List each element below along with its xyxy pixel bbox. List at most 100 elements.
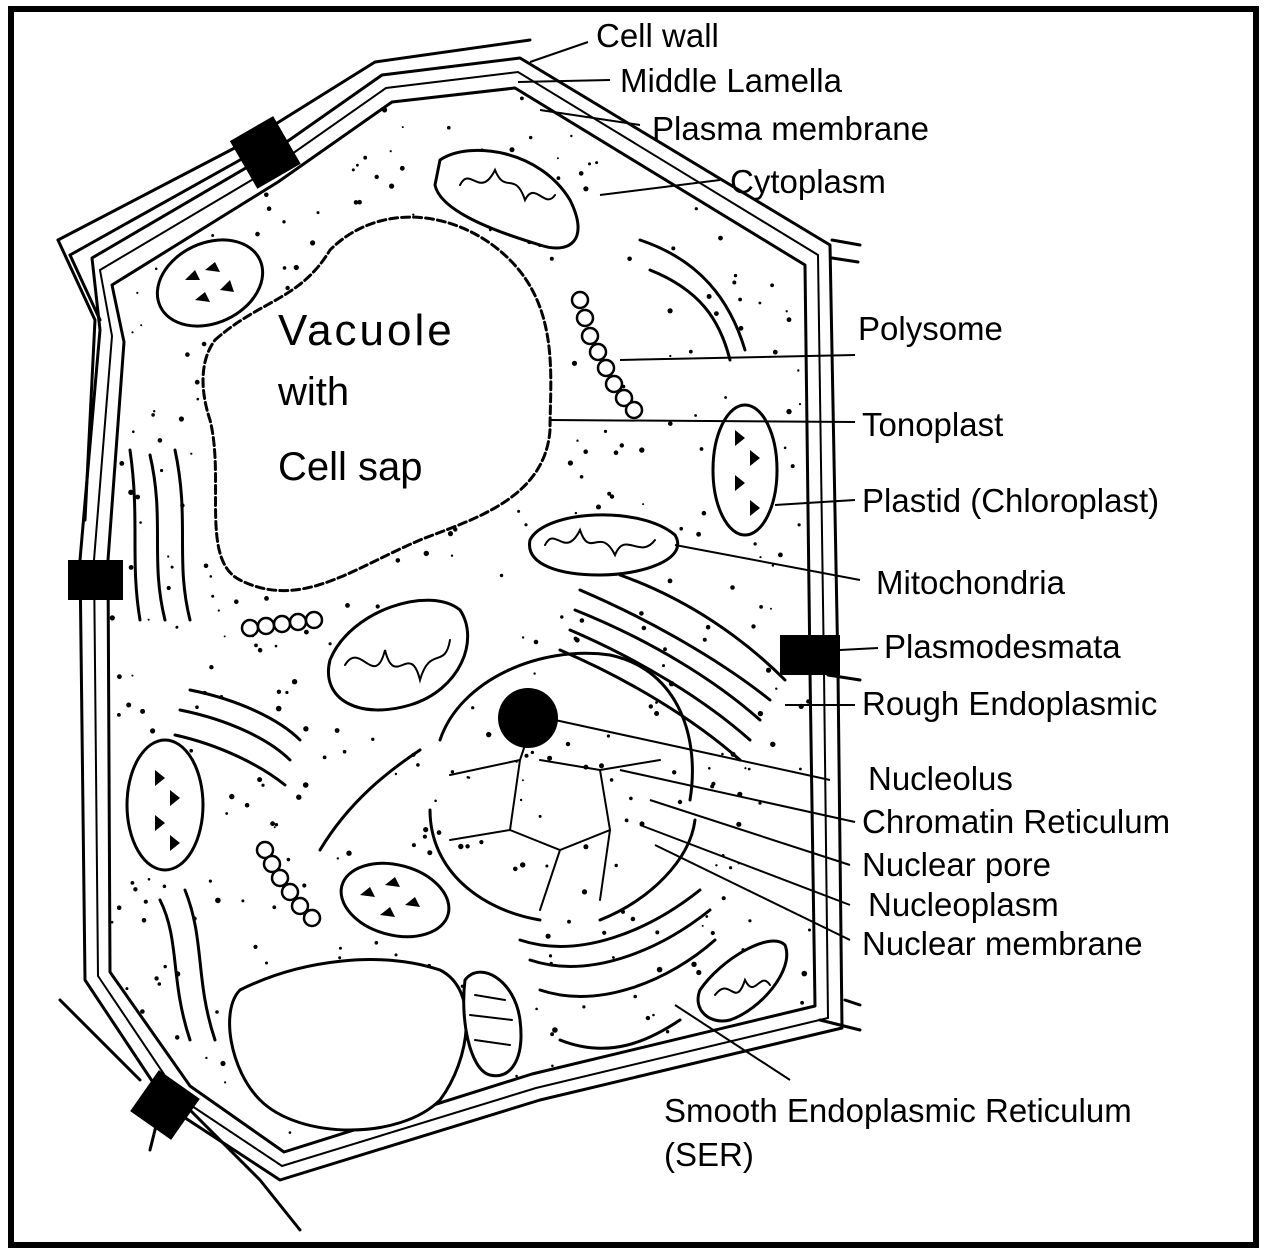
cytoplasm-dot (402, 126, 404, 128)
cytoplasm-dot (550, 1032, 554, 1036)
cytoplasm-dot (549, 954, 552, 957)
cytoplasm-dot (139, 521, 142, 524)
cytoplasm-dot (167, 555, 169, 557)
cytoplasm-dot (766, 668, 771, 673)
cytoplasm-dot (513, 867, 518, 872)
cytoplasm-dot (275, 645, 278, 648)
cytoplasm-dot (119, 461, 124, 466)
cytoplasm-dot (153, 410, 155, 412)
cytoplasm-dot (352, 168, 355, 171)
cytoplasm-dot (539, 815, 542, 818)
cytoplasm-dot (329, 642, 332, 645)
cytoplasm-dot (620, 443, 624, 447)
cytoplasm-dot (748, 919, 751, 922)
cytoplasm-dot (524, 523, 527, 526)
cytoplasm-dot (610, 494, 614, 498)
cytoplasm-dot (568, 460, 573, 465)
cytoplasm-dot (215, 898, 221, 904)
polysome-bead (582, 328, 598, 344)
cytoplasm-dot (285, 286, 289, 290)
cytoplasm-dot (758, 711, 763, 716)
cytoplasm-dot (546, 934, 551, 939)
cytoplasm-dot (346, 851, 351, 856)
cytoplasm-dot (158, 438, 163, 443)
cytoplasm-dot (339, 947, 342, 950)
cytoplasm-dot (294, 265, 299, 270)
cytoplasm-dot (696, 970, 701, 975)
cytoplasm-dot (189, 749, 193, 753)
cytoplasm-dot (652, 1014, 655, 1017)
cytoplasm-dot (695, 207, 698, 210)
cytoplasm-dot (479, 840, 483, 844)
cytoplasm-dot (787, 317, 792, 322)
cytoplasm-dot (261, 784, 264, 787)
cytoplasm-dot (533, 672, 535, 674)
cytoplasm-dot (283, 266, 287, 270)
polysome-bead (306, 612, 322, 628)
cytoplasm-dot (117, 713, 121, 717)
rough-er (560, 575, 785, 760)
vacuole-label-line3: Cell sap (278, 445, 423, 489)
cytoplasm-dot (500, 574, 503, 577)
cytoplasm-dot (375, 941, 379, 945)
cytoplasm-dot (375, 175, 379, 179)
cytoplasm-dot (773, 350, 778, 355)
cytoplasm-dot (140, 1009, 145, 1014)
cytoplasm-dot (806, 699, 810, 703)
cytoplasm-dot (241, 899, 244, 902)
chloroplast-bottom (333, 852, 457, 948)
polysome-bead (242, 620, 258, 636)
cytoplasm-dot (427, 850, 432, 855)
polysome-bead (606, 376, 622, 392)
cytoplasm-dot (759, 556, 761, 558)
cytoplasm-dot (534, 640, 539, 645)
polysome-bead (626, 402, 642, 418)
cytoplasm-dot (376, 604, 380, 608)
cytoplasm-dot (258, 648, 263, 653)
cytoplasm-dot (285, 691, 288, 694)
cytoplasm-dot (633, 995, 637, 999)
cytoplasm-dot (708, 767, 711, 770)
cytoplasm-dot (639, 611, 644, 616)
cytoplasm-dot (131, 675, 133, 677)
cytoplasm-dot (582, 1005, 585, 1008)
cytoplasm-dot (751, 624, 755, 628)
cytoplasm-dot (668, 579, 673, 584)
cytoplasm-dot (575, 512, 577, 514)
cytoplasm-dot (732, 281, 736, 285)
cytoplasm-dot (302, 883, 306, 887)
cytoplasm-dot (610, 778, 614, 782)
label-chromatin: Chromatin Reticulum (862, 803, 1170, 840)
cytoplasm-dot (264, 193, 269, 198)
cytoplasm-dot (702, 925, 704, 927)
cytoplasm-dot (612, 956, 615, 959)
cytoplasm-dot (211, 595, 214, 598)
label-tonoplast: Tonoplast (862, 406, 1003, 443)
cytoplasm-dot (195, 705, 199, 709)
cytoplasm-dot (412, 843, 416, 847)
mitochondrion-bottom (464, 972, 521, 1076)
label-ser-line1: Smooth Endoplasmic Reticulum (664, 1092, 1132, 1129)
cytoplasm-dot (545, 865, 548, 868)
cytoplasm-dot (718, 236, 723, 241)
cytoplasm-dot (615, 864, 618, 867)
cytoplasm-dot (795, 647, 798, 650)
label-mitochondria: Mitochondria (876, 564, 1066, 601)
cytoplasm-dot (730, 585, 735, 590)
cytoplasm-dot (748, 768, 751, 771)
cytoplasm-dot (396, 558, 401, 563)
cytoplasm-dot (706, 625, 711, 630)
label-polysome: Polysome (858, 310, 1003, 347)
cytoplasm-dot (209, 665, 213, 669)
cytoplasm-dot (572, 361, 577, 366)
cytoplasm-dot (338, 956, 341, 959)
cytoplasm-dot (797, 369, 799, 371)
cytoplasm-dot (679, 527, 683, 531)
cytoplasm-dot (171, 566, 174, 569)
label-rough-er: Rough Endoplasmic (862, 685, 1157, 722)
cytoplasm-dot (604, 430, 607, 433)
cytoplasm-dot (595, 161, 598, 164)
cytoplasm-dot (175, 626, 178, 629)
cytoplasm-dot (602, 931, 606, 935)
cytoplasm-dot (786, 310, 788, 312)
